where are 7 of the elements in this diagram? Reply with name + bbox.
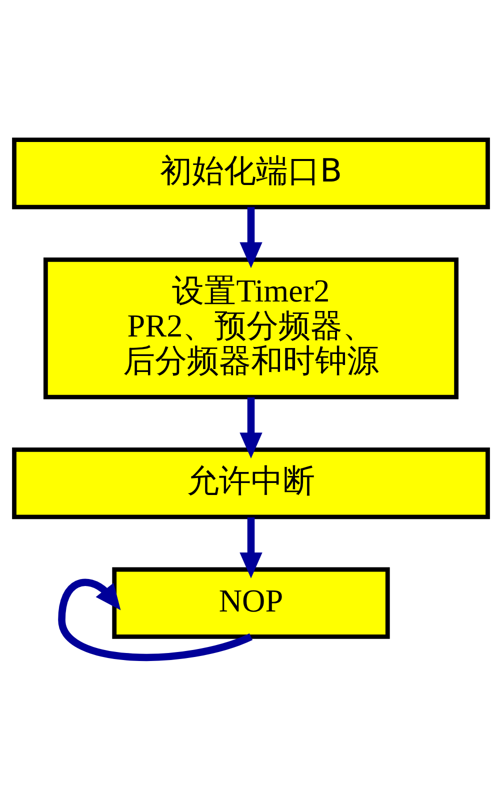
arrow [240,207,262,268]
node-box: 允许中断 [12,447,490,520]
node-box: 设置Timer2 PR2、预分频器、后分频器和时钟源 [43,257,459,400]
arrow [240,517,262,578]
arrow [240,397,262,458]
node-box: 初始化端口B [12,138,490,210]
node-box: NOP [112,567,390,639]
